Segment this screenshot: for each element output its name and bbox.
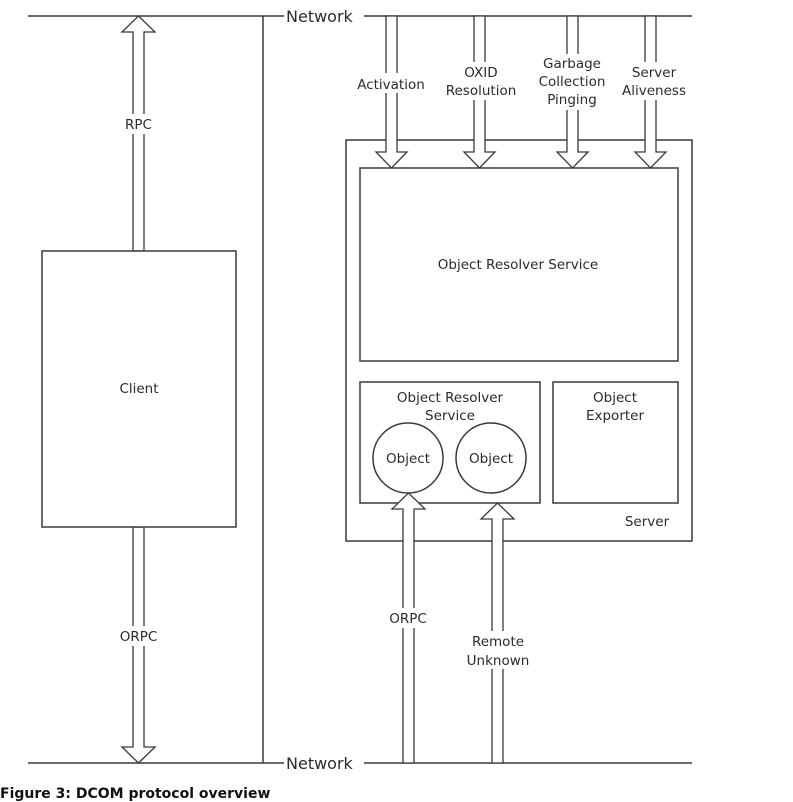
client-orpc-label: ORPC	[120, 629, 158, 645]
activation-label-bg	[350, 73, 433, 93]
client-orpc-label-bg	[112, 626, 166, 646]
ors-sub-label-line1: Object Resolver	[397, 390, 504, 406]
object-circle-2	[455, 422, 527, 494]
object-label-2: Object	[469, 451, 513, 467]
server-label: Server	[625, 514, 670, 530]
oxid-label-bg	[436, 62, 524, 100]
rpc-label-bg	[118, 114, 160, 134]
remote-unknown-label-line2: Unknown	[467, 653, 530, 669]
activation-label: Activation	[357, 77, 425, 93]
aliveness-label-line1: Server	[632, 65, 677, 81]
remote-unknown-label-line1: Remote	[472, 634, 524, 650]
object-label-1: Object	[386, 451, 430, 467]
aliveness-label-bg	[615, 62, 691, 100]
object-exporter-box	[552, 381, 679, 504]
object-resolver-service-label: Object Resolver Service	[438, 257, 598, 273]
network-bottom-label: Network	[286, 754, 354, 773]
aliveness-label-line2: Aliveness	[622, 83, 686, 99]
object-resolver-service-box	[359, 167, 679, 362]
object-exporter-label-line1: Object	[593, 390, 637, 406]
client-box	[41, 250, 237, 528]
rpc-label: RPC	[125, 117, 152, 133]
ors-sub-label-line2: Service	[425, 408, 475, 424]
object-orpc-label-bg	[380, 608, 436, 628]
gc-label-line1: Garbage	[543, 56, 601, 72]
object-orpc-label: ORPC	[389, 611, 427, 627]
gc-label-line2: Collection	[539, 74, 606, 90]
gc-label-bg	[534, 54, 612, 110]
figure-caption: Figure 3: DCOM protocol overview	[0, 786, 271, 802]
oxid-label-line2: Resolution	[446, 83, 517, 99]
remote-unknown-label-bg	[460, 631, 536, 669]
network-top-label: Network	[286, 7, 354, 26]
gc-label-line3: Pinging	[547, 92, 597, 108]
client-label: Client	[119, 381, 158, 397]
network-top-label-bg	[284, 6, 364, 26]
network-bottom-label-bg	[284, 753, 364, 773]
object-exporter-label-line2: Exporter	[586, 408, 644, 424]
oxid-label-line1: OXID	[464, 65, 497, 81]
